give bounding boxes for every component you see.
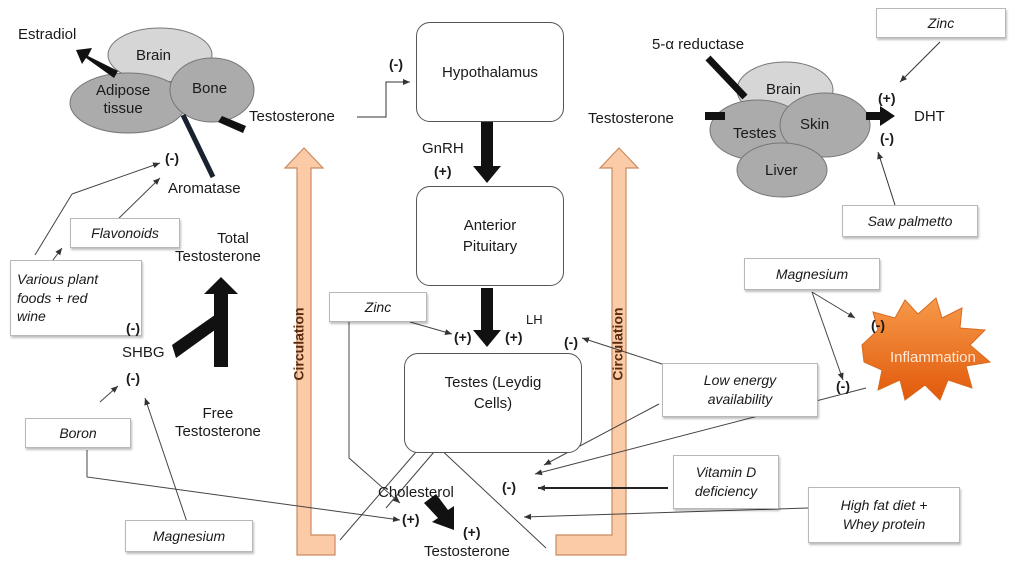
feedback-sign: (-) (389, 56, 403, 72)
low-energy-line2: availability (707, 391, 773, 407)
reductase-line (705, 55, 748, 100)
vitd-line2: deficiency (694, 483, 758, 499)
magnesium-sign-lower: (-) (836, 378, 850, 394)
hypothalamus-box: Hypothalamus (416, 22, 564, 122)
testosterone-right-label: Testosterone (588, 110, 674, 127)
testes-line1: Testes (Leydig (444, 374, 542, 391)
left-cloud-cluster (69, 27, 255, 134)
gnrh-arrow (473, 122, 501, 183)
magnesium-right-note: Magnesium (744, 258, 880, 290)
lh-sign-left: (+) (454, 329, 472, 345)
shbg-label: SHBG (122, 344, 165, 361)
inflammation-shape (861, 297, 992, 401)
testosterone-left-label: Testosterone (249, 108, 335, 125)
pituitary-line1: Anterior (463, 217, 517, 234)
gnrh-label: GnRH (422, 140, 464, 157)
liver-label: Liver (765, 162, 798, 179)
plant-foods-line2: foods + red (17, 289, 88, 306)
low-energy-line1: Low energy (703, 372, 777, 389)
plant-foods-line1: Various plant (17, 270, 99, 287)
hfd-line2: Whey protein (842, 516, 926, 532)
vitd-line1: Vitamin D (695, 464, 757, 481)
circulation-right-label: Circulation (609, 307, 626, 381)
testes-line2: Cells) (473, 395, 513, 412)
testosterone-plus-sign: (+) (463, 524, 481, 540)
magnesium-sign-upper: (-) (871, 317, 885, 333)
hfd-line1: High fat diet + (840, 497, 928, 514)
adipose-line2: tissue (103, 100, 143, 117)
aromatase-label: Aromatase (168, 180, 241, 197)
lh-label: LH (526, 312, 543, 327)
bone-cloud (169, 57, 255, 123)
brain-left-label: Brain (136, 47, 172, 64)
cholesterol-arrow (424, 494, 454, 530)
high-fat-diet-note: High fat diet + Whey protein (808, 487, 960, 543)
lh-sign-right: (+) (505, 329, 523, 345)
plant-foods-line3: wine (17, 308, 46, 325)
cholesterol-plus-sign: (+) (402, 511, 420, 527)
saw-palmetto-note: Saw palmetto (842, 205, 978, 237)
gnrh-sign: (+) (434, 163, 452, 179)
aromatase-line (180, 113, 216, 179)
shbg-top-sign: (-) (126, 320, 140, 336)
shbg-bind-bar (172, 310, 226, 358)
lh-arrow (473, 288, 501, 347)
aromatase-sign: (-) (165, 150, 179, 166)
testes-right-label: Testes (733, 125, 777, 142)
magnesium-left-note: Magnesium (125, 520, 253, 552)
estradiol-label: Estradiol (18, 26, 77, 43)
pituitary-line2: Pituitary (462, 238, 518, 255)
zinc-mid-note: Zinc (329, 292, 427, 322)
testosterone-into-clouds-arrow (705, 112, 725, 120)
adipose-line1: Adipose (96, 82, 151, 99)
testes-minus-sign: (-) (564, 334, 578, 350)
reductase-label: 5-α reductase (652, 36, 745, 53)
dht-minus-sign: (-) (880, 130, 894, 146)
brain-right-label: Brain (766, 81, 802, 98)
low-energy-note: Low energy availability (662, 363, 818, 417)
circulation-left-arrow (283, 147, 336, 556)
dht-plus-sign: (+) (878, 90, 896, 106)
bone-label: Bone (192, 80, 228, 97)
circulation-left-label: Circulation (290, 307, 307, 381)
inflammation-label: Inflammation (890, 349, 976, 366)
total-line2: Testosterone (175, 248, 261, 265)
flavonoids-note: Flavonoids (70, 218, 180, 248)
cholesterol-label: Cholesterol (378, 484, 454, 501)
testosterone-bottom-label: Testosterone (424, 543, 510, 560)
dht-label: DHT (914, 108, 945, 125)
zinc-top-note: Zinc (876, 8, 1006, 38)
bottom-minus-sign: (-) (502, 479, 516, 495)
circulation-right-arrow (555, 147, 640, 556)
feedback-line (357, 79, 410, 118)
dht-arrow (866, 106, 895, 126)
liver-cloud (736, 142, 828, 198)
skin-cloud (779, 92, 871, 158)
free-line2: Testosterone (175, 423, 261, 440)
estradiol-arrow (76, 48, 118, 78)
boron-note: Boron (25, 418, 131, 448)
skin-label: Skin (800, 116, 830, 133)
shbg-bottom-sign: (-) (126, 370, 140, 386)
vitamin-d-note: Vitamin D deficiency (673, 455, 779, 509)
free-line1: Free (202, 405, 234, 422)
plant-foods-note: Various plant foods + red wine (10, 260, 142, 336)
total-line1: Total (217, 230, 249, 247)
testosterone-into-bone-arrow (218, 116, 246, 133)
